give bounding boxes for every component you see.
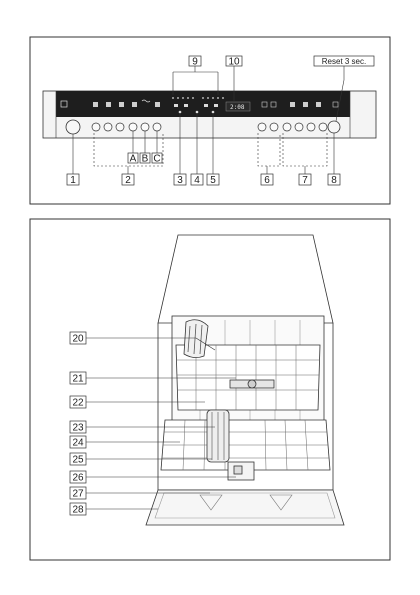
callout-reset: Reset 3 sec. [313, 55, 375, 67]
programme-buttons [91, 122, 162, 132]
interior-frame [29, 218, 391, 561]
cabinet-top [157, 234, 334, 324]
control-panel: 2:08 [42, 90, 377, 139]
power-symbol-icon [60, 100, 68, 108]
upper-spray-arm [229, 379, 275, 389]
callout-26: 26 [72, 473, 84, 484]
option-button-3[interactable] [306, 122, 316, 132]
program-symbols-left [93, 102, 160, 107]
indicator-cluster [172, 97, 224, 114]
callout-1: 1 [70, 175, 76, 186]
programme-button-3[interactable] [115, 122, 125, 132]
letter-b: B [142, 154, 149, 165]
reset-label: Reset 3 sec. [322, 57, 366, 66]
callout-22: 22 [72, 398, 84, 409]
control-panel-frame [29, 36, 391, 205]
program-symbols-right [261, 101, 339, 108]
callout-21: 21 [72, 374, 84, 385]
option-button-4[interactable] [318, 122, 328, 132]
callout-9: 9 [188, 55, 202, 68]
cutlery-top [183, 319, 209, 358]
programme-button-4[interactable] [128, 122, 138, 132]
option-button-1[interactable] [282, 122, 292, 132]
callout-6: 6 [264, 175, 270, 186]
callout-row-bottom: 1 2 3 4 5 6 7 8 [66, 173, 341, 186]
programme-button-b[interactable] [152, 122, 162, 132]
timer-button-plus[interactable] [269, 122, 279, 132]
callout-letters: A B C [127, 152, 163, 165]
callout-2: 2 [125, 175, 131, 186]
callout-3: 3 [177, 175, 183, 186]
callout-7: 7 [302, 175, 308, 186]
start-button[interactable] [327, 120, 341, 134]
interior-callouts-lines [86, 337, 236, 510]
panel-dark-strip [56, 91, 350, 117]
callout-8: 8 [331, 175, 337, 186]
option-buttons [257, 122, 328, 132]
option-button-2[interactable] [294, 122, 304, 132]
lower-basket [160, 419, 331, 471]
letter-a: A [130, 154, 137, 165]
callout-5: 5 [210, 175, 216, 186]
callout-27: 27 [72, 489, 84, 500]
cutlery-basket [206, 409, 230, 463]
svg-text:9: 9 [192, 57, 198, 68]
programme-button-2[interactable] [103, 122, 113, 132]
callout-20: 20 [72, 334, 84, 345]
timer-button-minus[interactable] [257, 122, 267, 132]
digital-display [225, 101, 251, 112]
main-switch-button[interactable] [65, 119, 81, 135]
programme-button-1[interactable] [91, 122, 101, 132]
callout-10: 10 [225, 55, 243, 68]
open-door [145, 489, 345, 526]
dispenser [227, 461, 255, 481]
wash-symbol-icon [141, 99, 151, 103]
letter-c: C [153, 154, 160, 165]
callout-24: 24 [72, 438, 84, 449]
interior-callouts: 20 21 22 23 24 25 26 27 28 [69, 331, 87, 516]
callout-4: 4 [194, 175, 200, 186]
callout-23: 23 [72, 423, 84, 434]
dishwasher-illustration [145, 234, 345, 526]
display-readout: 2:08 [230, 104, 245, 111]
control-panel-callouts [72, 66, 345, 174]
programme-button-a[interactable] [140, 122, 150, 132]
svg-text:10: 10 [228, 57, 240, 68]
callout-25: 25 [72, 455, 84, 466]
callout-28: 28 [72, 505, 84, 516]
